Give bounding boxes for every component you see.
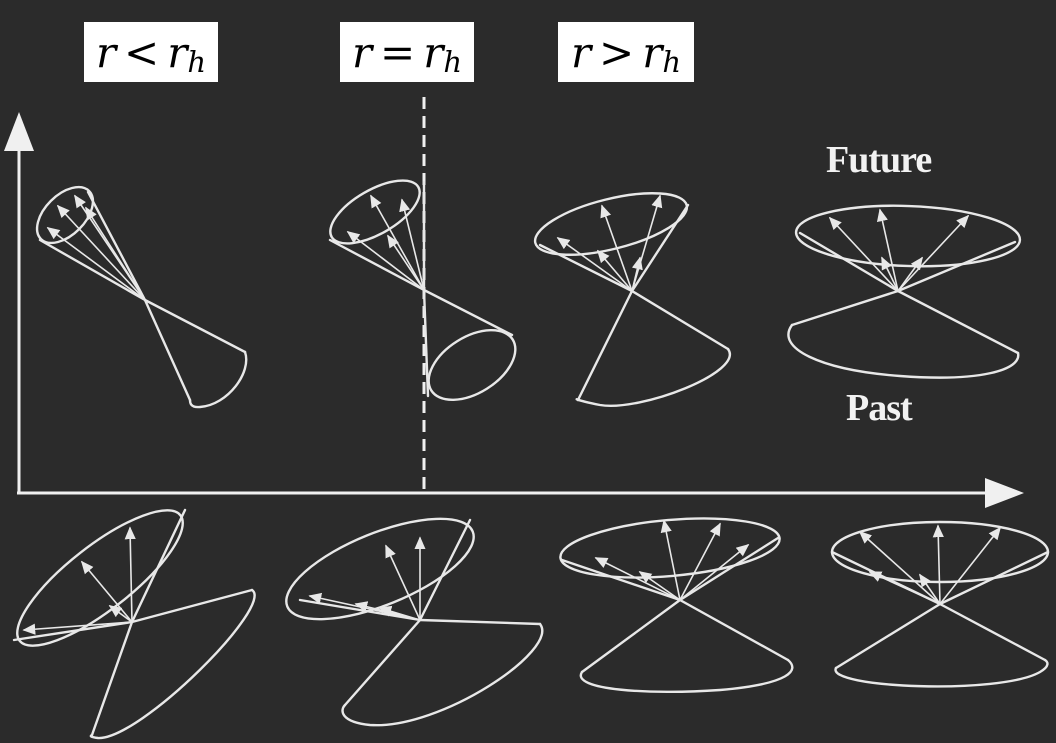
light-cone-outside-1 xyxy=(533,192,732,408)
symbol-r: r xyxy=(423,27,444,77)
operator-less-than: < xyxy=(124,27,160,77)
light-cone-inside xyxy=(35,185,248,409)
operator-equals: = xyxy=(380,27,416,77)
light-cone-bottom-3 xyxy=(559,517,794,694)
light-cone-bottom-4 xyxy=(830,520,1050,688)
past-label: Past xyxy=(846,387,913,429)
symbol-r: r xyxy=(167,27,188,77)
symbol-r: r xyxy=(642,27,663,77)
light-cone-outside-2 xyxy=(787,204,1022,379)
subscript-h: h xyxy=(187,45,207,79)
subscript-h: h xyxy=(443,45,463,79)
subscript-h: h xyxy=(662,45,682,79)
axes xyxy=(3,112,1024,508)
light-cone-bottom-2 xyxy=(285,517,544,727)
light-cone-horizon xyxy=(328,179,517,401)
symbol-r: r xyxy=(570,27,592,77)
light-cone-bottom-1 xyxy=(12,508,256,740)
future-label: Future xyxy=(826,139,932,181)
symbol-r: r xyxy=(95,27,117,77)
symbol-r: r xyxy=(351,27,373,77)
operator-greater-than: > xyxy=(599,27,635,77)
